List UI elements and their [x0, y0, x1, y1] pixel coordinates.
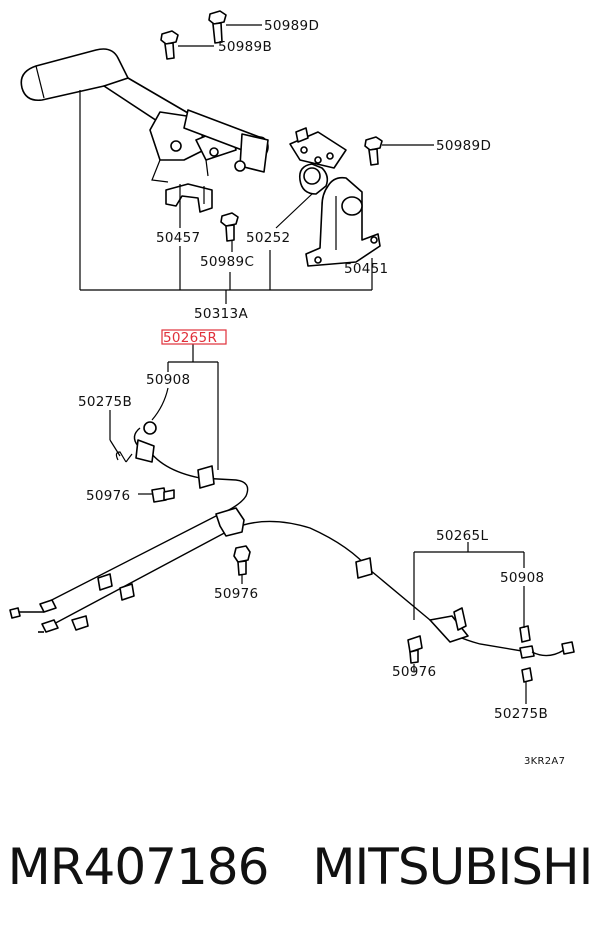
label-50989d-top: 50989D [264, 18, 319, 34]
label-50989b: 50989B [218, 39, 272, 55]
cable-50265r [9, 421, 249, 619]
label-50457: 50457 [156, 230, 200, 246]
label-50976-left: 50976 [86, 488, 130, 504]
bolt-50976-left [151, 487, 175, 503]
brand-name: MITSUBISHI [312, 838, 593, 896]
label-50908-right: 50908 [500, 570, 544, 586]
leader-lines [79, 24, 527, 704]
label-50908-left: 50908 [146, 372, 190, 388]
bolt-50976-mid [233, 545, 251, 576]
bracket-50451 [305, 176, 381, 267]
highlight-box-50265r [161, 329, 227, 345]
clip-50275b-left [115, 451, 133, 463]
clip-50275b-right [521, 667, 533, 683]
label-50451: 50451 [344, 261, 388, 277]
label-50275b-right: 50275B [494, 706, 548, 722]
label-50265l: 50265L [436, 528, 488, 544]
seal-50908-right [519, 625, 531, 643]
cable-bracket [97, 507, 245, 601]
part-caption: MR407186 MITSUBISHI [0, 838, 600, 896]
label-50989d-right: 50989D [436, 138, 491, 154]
label-50989c: 50989C [200, 254, 254, 270]
bolt-50989d-top [208, 10, 227, 44]
label-50275b-left: 50275B [78, 394, 132, 410]
parking-brake-diagram: 50989D 50989B 50989D 50457 50252 50989C … [9, 10, 575, 767]
label-50313a: 50313A [194, 306, 248, 322]
part-number: MR407186 [7, 838, 270, 896]
label-50976-mid: 50976 [214, 586, 258, 602]
bolt-50976-right [407, 635, 423, 664]
bolt-50989c [220, 212, 239, 242]
parking-brake-lever [20, 48, 347, 195]
bolt-50989d-right [364, 136, 383, 166]
label-50976-right: 50976 [392, 664, 436, 680]
label-50252: 50252 [246, 230, 290, 246]
cable-50265l [38, 520, 575, 659]
diagram-code: 3KR2A7 [524, 756, 565, 767]
clip-50457 [165, 183, 213, 213]
bolt-50989b [160, 30, 179, 60]
label-50265r: 50265R [163, 330, 217, 346]
